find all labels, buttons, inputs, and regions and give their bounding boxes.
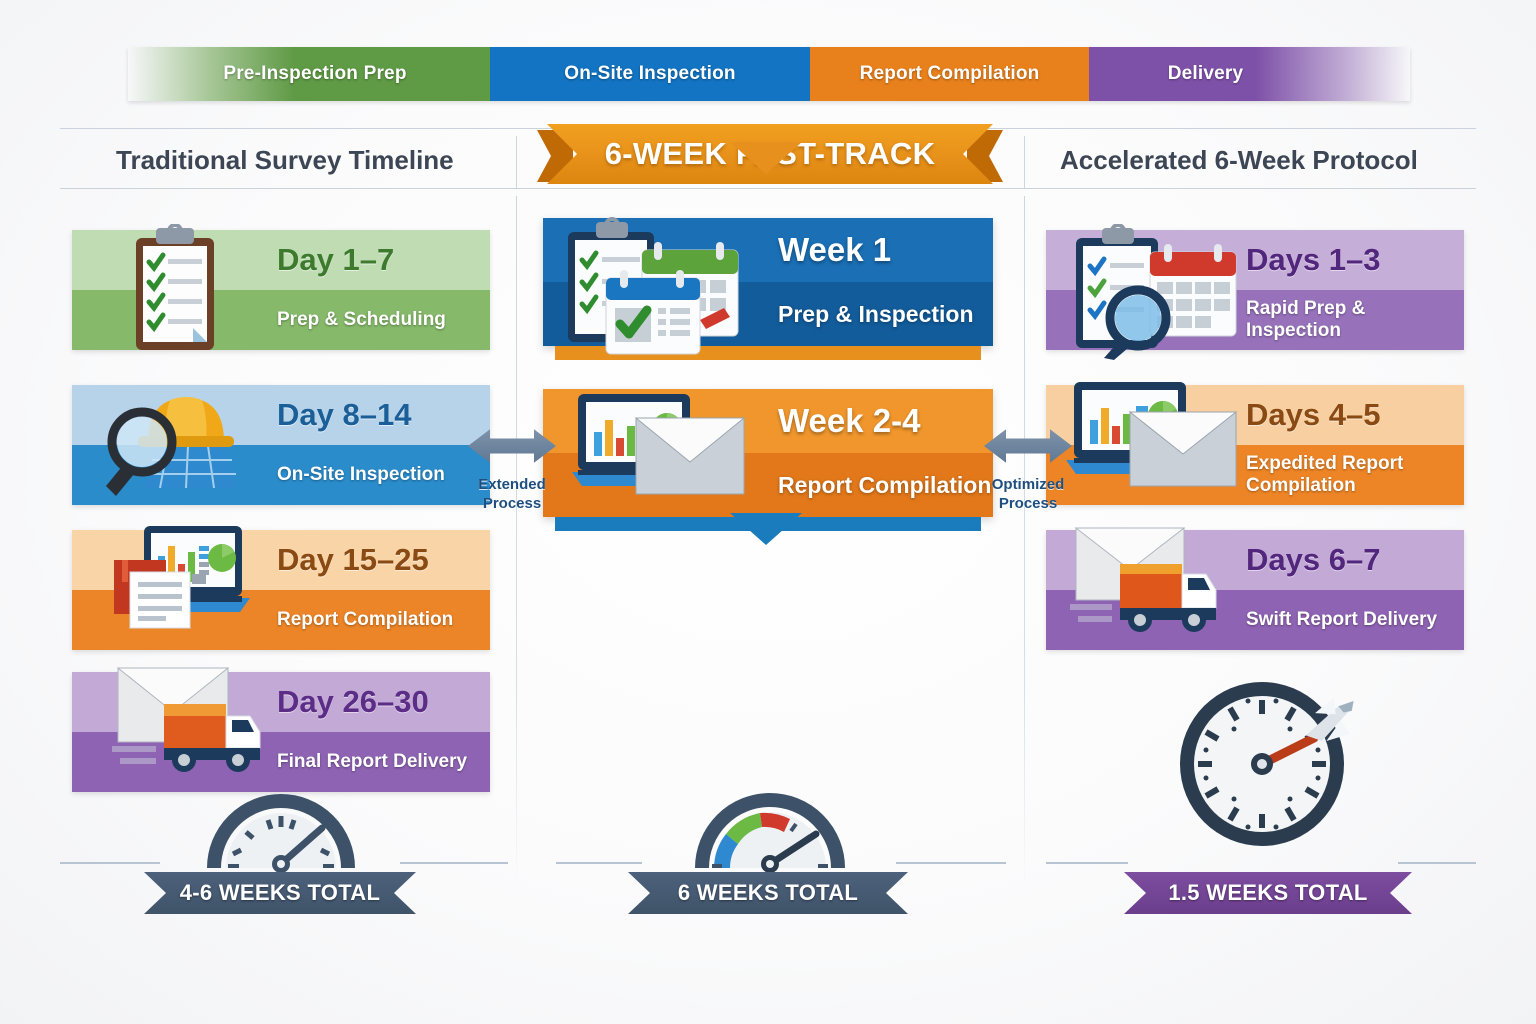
row-subtitle: On-Site Inspection [277, 464, 445, 485]
connector-label: Optimized Process [980, 476, 1076, 514]
laptop-chart-envelope-icon [1062, 378, 1242, 507]
phase-pre-inspection-prep: Pre-Inspection Prep [128, 47, 490, 101]
total-banner-accelerated: 1.5 WEEKS TOTAL [1124, 872, 1412, 914]
phase-delivery: Delivery [1089, 47, 1410, 101]
clipboard-checklist-icon [118, 223, 236, 361]
row-subtitle: Prep & Scheduling [277, 309, 446, 330]
row-title: Days 4–5 [1246, 397, 1381, 432]
phase-bar: Pre-Inspection Prep On-Site Inspection R… [128, 47, 1410, 101]
bottom-rule-5 [1046, 862, 1128, 864]
envelope-truck-icon [104, 664, 264, 789]
total-ribbon: 6 WEEKS TOTAL [628, 872, 908, 914]
connector-left: Extended Process [464, 424, 560, 514]
row-title: Day 26–30 [277, 684, 429, 719]
double-arrow-icon [984, 429, 1072, 463]
clock-rocket-icon [1172, 672, 1372, 867]
connector-label: Extended Process [464, 476, 560, 514]
phase-on-site-inspection: On-Site Inspection [490, 47, 810, 101]
left-column-header: Traditional Survey Timeline [116, 144, 454, 175]
phase-label: Pre-Inspection Prep [223, 63, 407, 84]
header-divider-left [516, 136, 517, 188]
right-column-header: Accelerated 6-Week Protocol [1060, 144, 1418, 175]
bottom-rule-4 [896, 862, 1006, 864]
connector-right: Optimized Process [980, 424, 1076, 514]
hardhat-magnifier-icon [96, 376, 246, 519]
row-title: Days 1–3 [1246, 242, 1381, 277]
speedometer-color-icon [692, 776, 848, 877]
phase-label: Delivery [1167, 63, 1244, 84]
total-banner-fasttrack: 6 WEEKS TOTAL [628, 872, 908, 914]
row-title: Day 15–25 [277, 542, 429, 577]
card-subtitle: Prep & Inspection [778, 300, 974, 327]
header-divider-right [1024, 136, 1025, 188]
connector-label-line2: Process [482, 494, 542, 512]
row-title: Days 6–7 [1246, 542, 1381, 577]
row-subtitle: Rapid Prep & Inspection [1246, 298, 1366, 341]
total-label: 6 WEEKS TOTAL [677, 880, 859, 905]
phase-label: Report Compilation [859, 63, 1040, 84]
total-banner-traditional: 4-6 WEEKS TOTAL [144, 872, 416, 914]
connector-label-line2: Process [998, 494, 1058, 512]
row-subtitle: Final Report Delivery [277, 751, 468, 772]
connector-label-line1: Optimized [991, 476, 1065, 493]
card-subtitle: Report Compilation [778, 471, 992, 498]
card-title: Week 2-4 [778, 402, 921, 439]
bottom-rule-6 [1398, 862, 1476, 864]
total-label: 4-6 WEEKS TOTAL [179, 880, 381, 905]
clipboard-calendar-magnifier-icon [1068, 223, 1248, 365]
clipboard-calendars-icon [558, 216, 758, 361]
laptop-chart-documents-icon [100, 520, 250, 653]
bottom-rule-1 [60, 862, 160, 864]
card-title: Week 1 [778, 231, 892, 268]
row-subtitle: Swift Report Delivery [1246, 609, 1438, 630]
row-subtitle: Expedited Report Compilation [1246, 453, 1404, 496]
column-divider-right [1024, 196, 1025, 892]
envelope-truck-icon [1062, 524, 1222, 649]
row-title: Day 1–7 [277, 242, 395, 277]
total-ribbon: 4-6 WEEKS TOTAL [144, 872, 416, 914]
laptop-chart-envelope-icon [572, 388, 752, 513]
header-rule-bottom [60, 188, 1476, 189]
total-label: 1.5 WEEKS TOTAL [1168, 880, 1368, 905]
phase-report-compilation: Report Compilation [810, 47, 1089, 101]
row-title: Day 8–14 [277, 397, 412, 432]
double-arrow-icon [468, 429, 556, 463]
column-divider-left [516, 196, 517, 892]
total-ribbon: 1.5 WEEKS TOTAL [1124, 872, 1412, 914]
bottom-rule-2 [400, 862, 508, 864]
row-subtitle: Report Compilation [277, 609, 454, 630]
bottom-rule-3 [556, 862, 642, 864]
connector-label-line1: Extended [478, 476, 546, 493]
speedometer-icon [206, 776, 356, 877]
phase-label: On-Site Inspection [564, 63, 736, 84]
